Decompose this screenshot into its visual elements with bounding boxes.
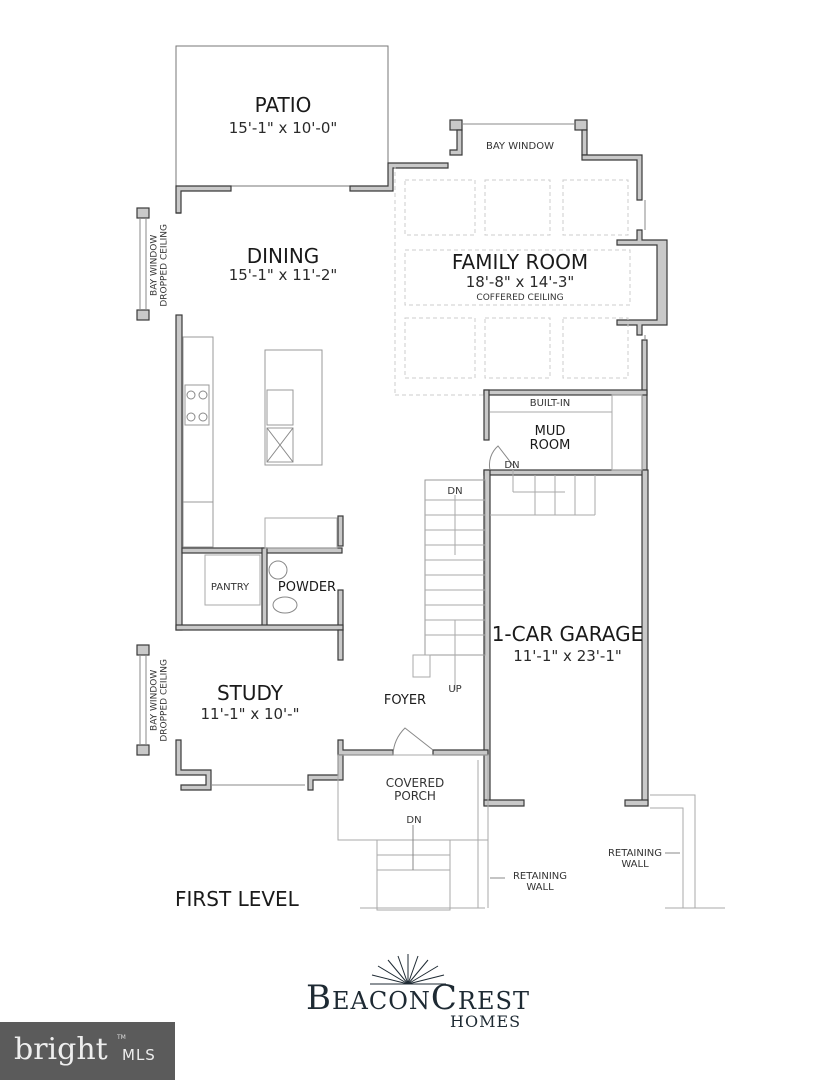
room-dims-study: 11'-1" x 10'-" (200, 705, 300, 723)
mls-suffix: MLS (122, 1046, 156, 1064)
room-dims-dining: 15'-1" x 11'-2" (228, 266, 338, 284)
room-name-foyer: FOYER (383, 693, 427, 708)
stair-dn-label: DN (447, 486, 463, 497)
bay-window-label: BAY WINDOW (486, 141, 554, 152)
family-room-ceiling-note: COFFERED CEILING (476, 293, 564, 303)
builder-sub: HOMES (450, 1012, 522, 1031)
stair-up-label: UP (448, 684, 462, 695)
patio-outline (175, 45, 389, 187)
builder-name: BEACONCREST (306, 978, 530, 1018)
builder-logo: BEACONCREST HOMES (300, 950, 540, 1035)
porch-stair-dn: DN (406, 815, 422, 826)
room-name-dining: DINING (246, 244, 320, 268)
sunburst-icon (370, 954, 446, 985)
walls (136, 119, 668, 807)
mud-room-stair-dn: DN (504, 460, 520, 471)
mls-brand: bright (14, 1032, 108, 1067)
mls-trademark: TM (117, 1034, 126, 1041)
room-name-patio: PATIO (254, 93, 312, 117)
room-name-garage: 1-CAR GARAGE (491, 622, 644, 646)
bright-mls-watermark: bright TM MLS (0, 1022, 175, 1080)
room-dims-patio: 15'-1" x 10'-0" (228, 119, 338, 137)
room-name-powder: POWDER (277, 580, 337, 595)
room-name-pantry: PANTRY (210, 582, 250, 593)
level-title: FIRST LEVEL (175, 887, 299, 911)
room-name-family-room: FAMILY ROOM (451, 250, 589, 274)
room-dims-family-room: 18'-8" x 14'-3" (465, 273, 575, 291)
room-dims-garage: 11'-1" x 23'-1" (513, 647, 622, 665)
room-name-study: STUDY (216, 681, 284, 705)
built-in-label: BUILT-IN (529, 398, 571, 409)
